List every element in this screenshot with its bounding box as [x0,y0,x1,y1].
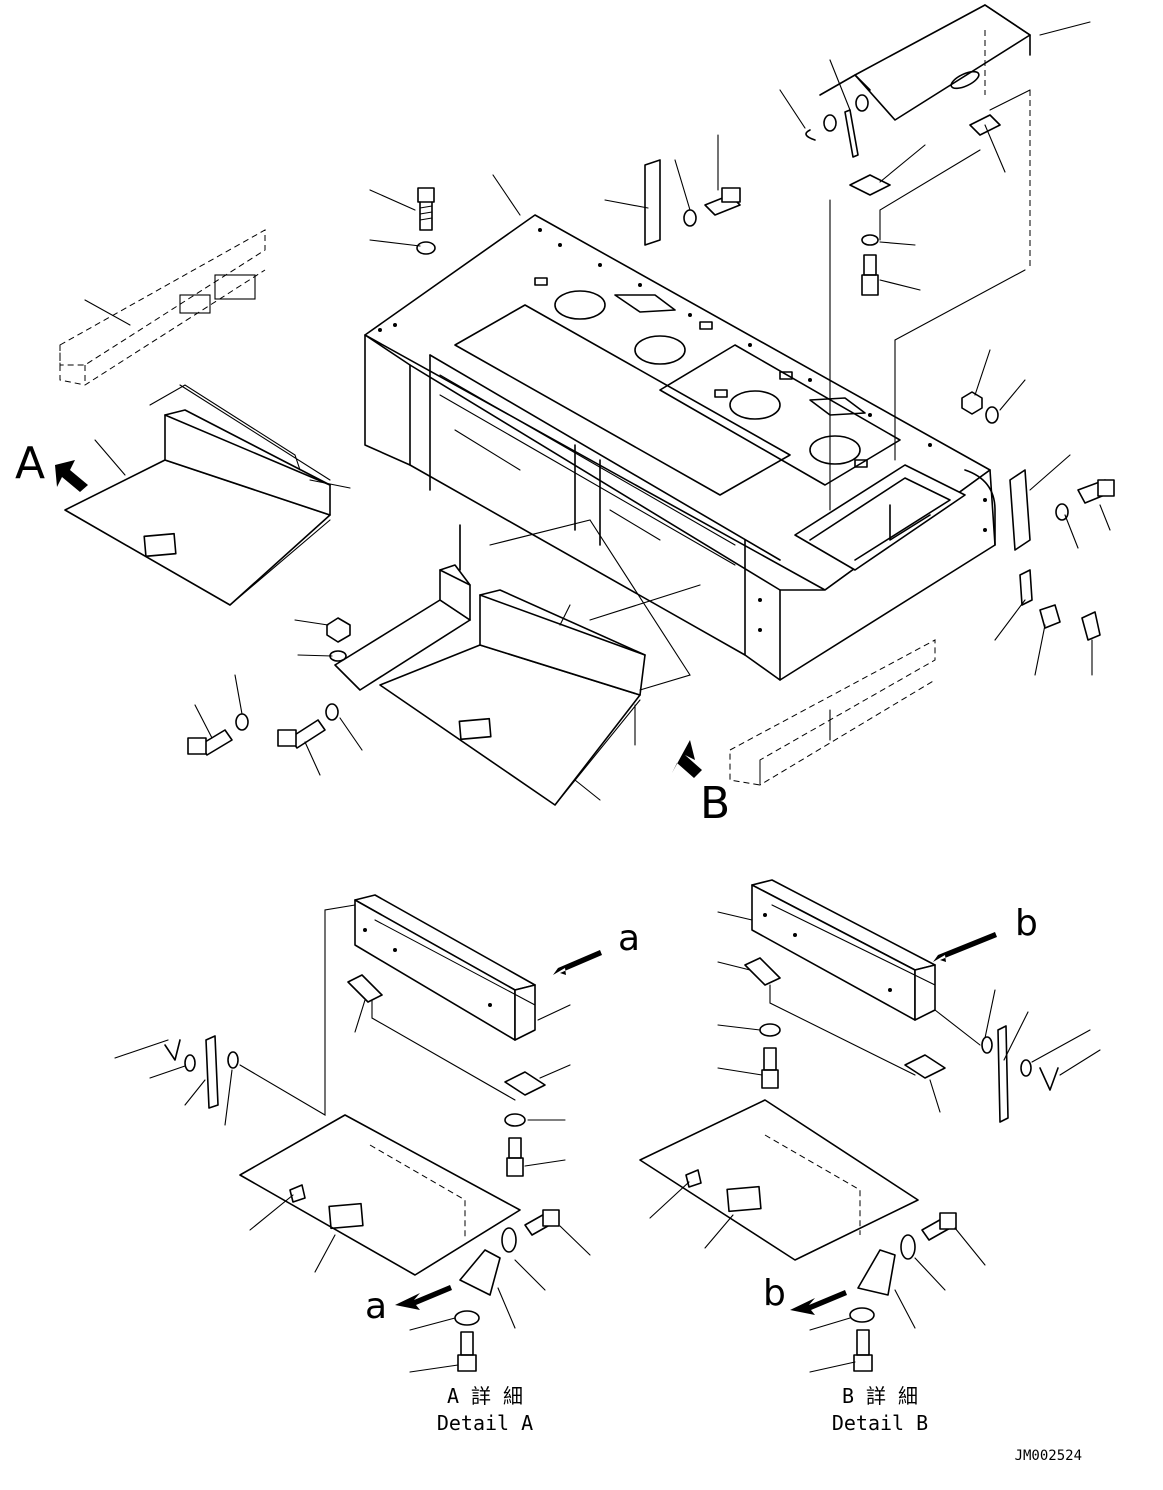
left-rail [59,229,266,386]
frame-bolt-holes [378,228,987,632]
view-label-b: B [700,778,730,829]
view-arrows [55,460,702,778]
view-label-a: A [15,438,45,489]
main-frame [364,214,996,681]
detail-b-drawing [639,879,1059,1372]
detail-a-small-a-top: a [618,918,640,959]
top-right-bracket [819,4,1031,511]
fasteners-top [416,94,1115,641]
fasteners-lower-left [187,617,351,756]
detail-b-en-label: Detail B [832,1411,928,1435]
detail-b-small-b-bottom: b [763,1273,786,1314]
detail-a-small-a-bottom: a [365,1286,387,1327]
angle-bracket [334,524,471,691]
cover-a-assembly [64,384,331,606]
detail-a-jp-label: A 詳 細 [447,1384,523,1408]
cover-b-assembly [379,519,701,806]
drawing-code: JM002524 [1015,1448,1082,1464]
detail-b-small-b-top: b [1015,903,1038,944]
detail-a-drawing [164,894,602,1372]
detail-a-en-label: Detail A [437,1411,533,1435]
right-rail [729,639,936,786]
detail-b-jp-label: B 詳 細 [842,1384,918,1408]
leader-lines-detail-a [114,999,591,1373]
leader-lines-main [84,21,1111,801]
leader-lines-detail-b [649,911,1101,1373]
